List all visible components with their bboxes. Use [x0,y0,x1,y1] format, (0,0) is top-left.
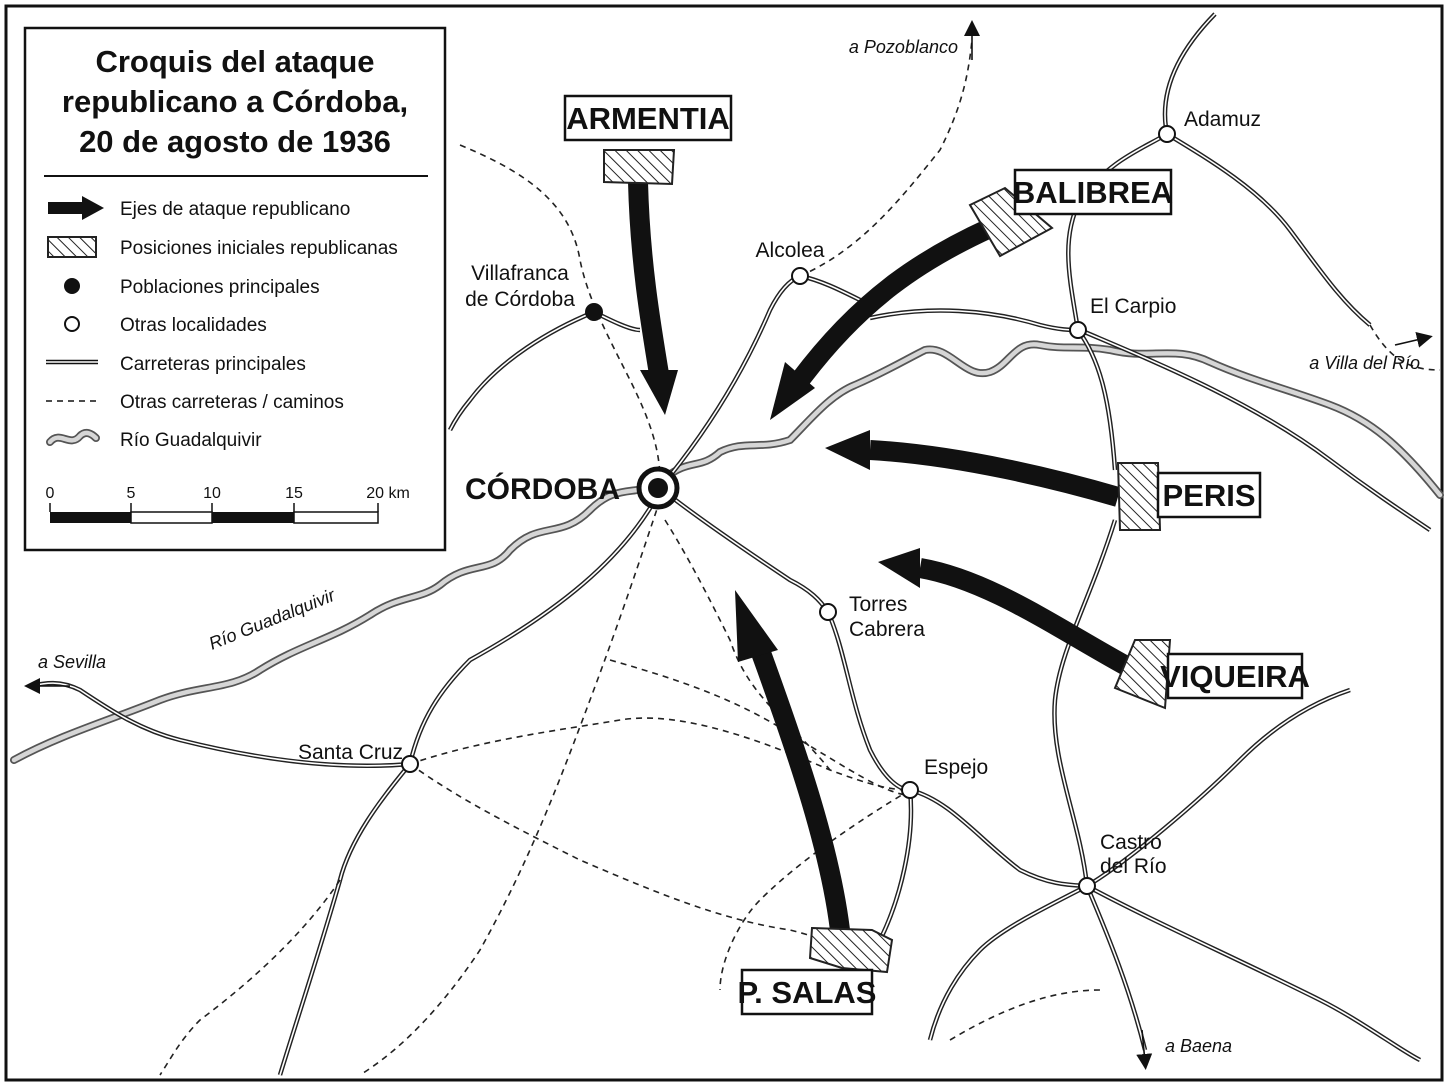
balibrea-position [968,186,1054,258]
viqueira-arrow-head [878,548,920,588]
legend-item-4: Carreteras principales [120,354,306,375]
dest-baena: a Baena [1165,1036,1232,1056]
legend-item-3: Otras localidades [120,315,267,336]
label-cordoba: CÓRDOBA [465,472,620,506]
legend-title-line-3: 20 de agosto de 1936 [79,124,391,159]
viqueira-position [1113,639,1172,710]
legend-title-line-1: Croquis del ataque [95,44,374,79]
label-alcolea: Alcolea [756,239,825,262]
scale-tick-4: 20 km [366,485,410,502]
river-guadalquivir [10,340,1444,764]
legend-item-6: Río Guadalquivir [120,430,262,451]
armentia-arrow-head [640,370,678,415]
legend-symbol-filled-circle-icon [64,278,80,294]
scale-bar: 0 5 10 15 20 km [46,485,410,524]
dest-pozoblanco: a Pozoblanco [849,37,958,57]
adamuz-marker [1158,125,1176,143]
peris-position [1116,462,1162,531]
label-adamuz: Adamuz [1184,108,1261,131]
peris-arrow-head [825,430,870,470]
initial-positions [603,149,1172,974]
dest-sevilla: a Sevilla [38,652,106,672]
commander-armentia: ARMENTIA [566,101,730,136]
cordoba-marker-dot [648,478,668,498]
commander-balibrea: BALIBREA [1013,175,1173,210]
salas-position [808,926,894,974]
commander-viqueira: VIQUEIRA [1160,659,1310,694]
legend-symbol-hatched-icon [47,236,97,258]
label-castro-del-rio-1: Castro [1100,831,1162,854]
torres-cabrera-marker [819,603,837,621]
scale-tick-2: 10 [203,485,221,502]
attack-arrows [628,181,1135,932]
legend-item-0: Ejes de ataque republicano [120,199,350,220]
dest-villa-del-rio: a Villa del Río [1309,353,1420,373]
destination-arrows [24,20,1433,1070]
el-carpio-marker [1069,321,1087,339]
salas-arrow-head [735,590,778,662]
alcolea-marker [791,267,809,285]
legend: Croquis del ataque republicano a Córdoba… [23,26,447,552]
commander-salas: P. SALAS [738,975,877,1010]
legend-item-5: Otras carreteras / caminos [120,392,344,413]
legend-symbol-river-icon [46,428,100,446]
balibrea-arrow-head [770,362,815,420]
main-roads [29,12,1432,1076]
town-markers [401,125,1176,895]
destination-labels: a Pozoblanco a Villa del Río a Sevilla a… [38,37,1420,1056]
santa-cruz-marker [401,755,419,773]
label-santa-cruz: Santa Cruz [298,741,403,764]
town-labels: Villafranca de Córdoba Alcolea Adamuz El… [298,108,1261,878]
scale-tick-1: 5 [127,485,136,502]
label-castro-del-rio-2: del Río [1100,855,1167,878]
label-el-carpio: El Carpio [1090,295,1176,318]
espejo-marker [901,781,919,799]
label-torres-cabrera-1: Torres [849,593,907,616]
label-villafranca-2: de Córdoba [465,288,575,311]
label-espejo: Espejo [924,756,988,779]
label-torres-cabrera-2: Cabrera [849,618,925,641]
legend-symbol-attack-arrow-icon [48,196,104,220]
legend-title-line-2: republicano a Córdoba, [62,84,408,119]
castro-del-rio-marker [1078,877,1096,895]
legend-box [23,26,447,552]
commander-peris: PERIS [1162,478,1255,513]
legend-symbol-open-circle-icon [64,316,80,332]
label-villafranca-1: Villafranca [471,262,569,285]
legend-item-1: Posiciones iniciales republicanas [120,238,398,259]
commander-labels: ARMENTIA BALIBREA PERIS VIQUEIRA P. SALA… [563,94,1310,1016]
scale-tick-3: 15 [285,485,303,502]
armentia-position [603,149,676,186]
scale-tick-0: 0 [46,485,55,502]
villafranca-marker [585,303,603,321]
legend-item-2: Poblaciones principales [120,277,320,298]
